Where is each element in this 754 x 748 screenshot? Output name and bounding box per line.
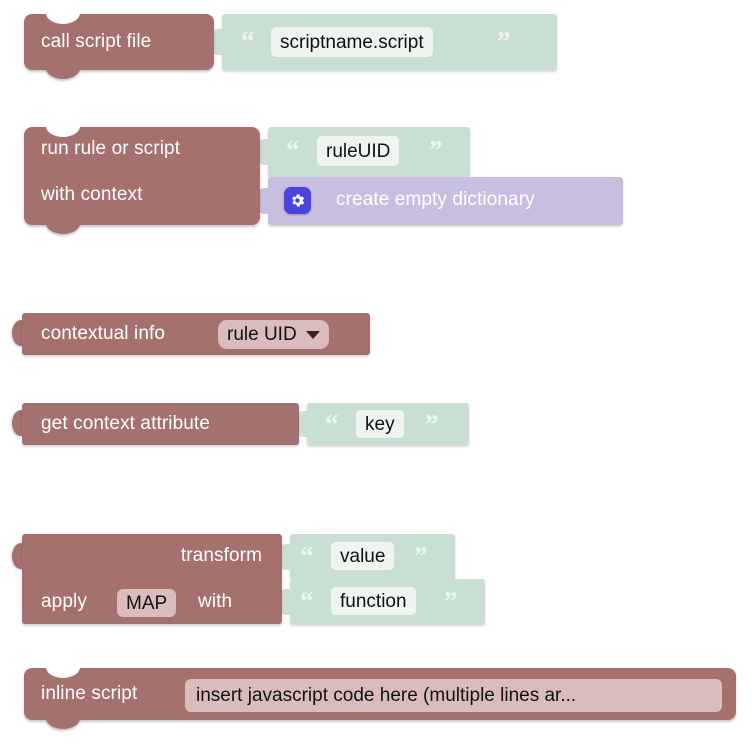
top-notch bbox=[46, 126, 80, 137]
output-plug bbox=[12, 410, 25, 436]
bottom-bump bbox=[46, 223, 80, 234]
block-label-row1: run rule or script bbox=[41, 138, 181, 159]
block-label: get context attribute bbox=[41, 413, 210, 434]
rule-uid-field[interactable]: ruleUID bbox=[317, 136, 400, 166]
function-field[interactable]: function bbox=[331, 587, 416, 615]
quote-open-icon: “ bbox=[325, 409, 339, 439]
dictionary-value-block[interactable] bbox=[268, 177, 623, 225]
block-label: inline script bbox=[41, 683, 138, 704]
quote-open-icon-row2: “ bbox=[300, 586, 314, 616]
quote-open-icon: “ bbox=[241, 26, 255, 56]
dictionary-label: create empty dictionary bbox=[336, 189, 535, 210]
value-field[interactable]: value bbox=[331, 542, 395, 570]
bottom-bump bbox=[46, 718, 80, 729]
statement-block-body[interactable] bbox=[24, 126, 260, 225]
inline-script-code-field[interactable]: insert javascript code here (multiple li… bbox=[185, 679, 722, 712]
block-label: contextual info bbox=[41, 323, 166, 344]
block-label-apply: apply bbox=[41, 591, 87, 612]
block-label-with: with bbox=[198, 591, 233, 612]
key-field[interactable]: key bbox=[356, 410, 404, 438]
quote-open-icon-row1: “ bbox=[300, 541, 314, 571]
quote-close-icon-row1: ” bbox=[414, 541, 428, 571]
quote-close-icon: ” bbox=[425, 409, 439, 439]
block-label-transform: transform bbox=[180, 545, 262, 566]
bottom-bump bbox=[46, 68, 80, 79]
top-notch bbox=[46, 667, 80, 678]
transform-type-dropdown[interactable]: MAP bbox=[117, 589, 177, 617]
block-label-row2: with context bbox=[41, 184, 143, 205]
block-label: call script file bbox=[41, 31, 152, 52]
script-name-field[interactable]: scriptname.script bbox=[271, 27, 433, 57]
output-plug bbox=[12, 320, 25, 346]
chevron-down-icon bbox=[305, 330, 320, 339]
quote-open-icon: “ bbox=[286, 135, 300, 165]
top-notch bbox=[46, 13, 80, 24]
contextual-info-dropdown[interactable]: rule UID bbox=[218, 320, 329, 349]
statement-block-body[interactable] bbox=[24, 13, 214, 70]
output-plug bbox=[12, 543, 25, 569]
quote-close-icon: ” bbox=[429, 135, 443, 165]
reporter-block-body[interactable] bbox=[22, 403, 299, 445]
quote-close-icon-row2: ” bbox=[444, 586, 458, 616]
dropdown-value: rule UID bbox=[227, 324, 297, 345]
quote-close-icon: ” bbox=[497, 26, 511, 56]
gear-icon[interactable] bbox=[284, 187, 311, 214]
